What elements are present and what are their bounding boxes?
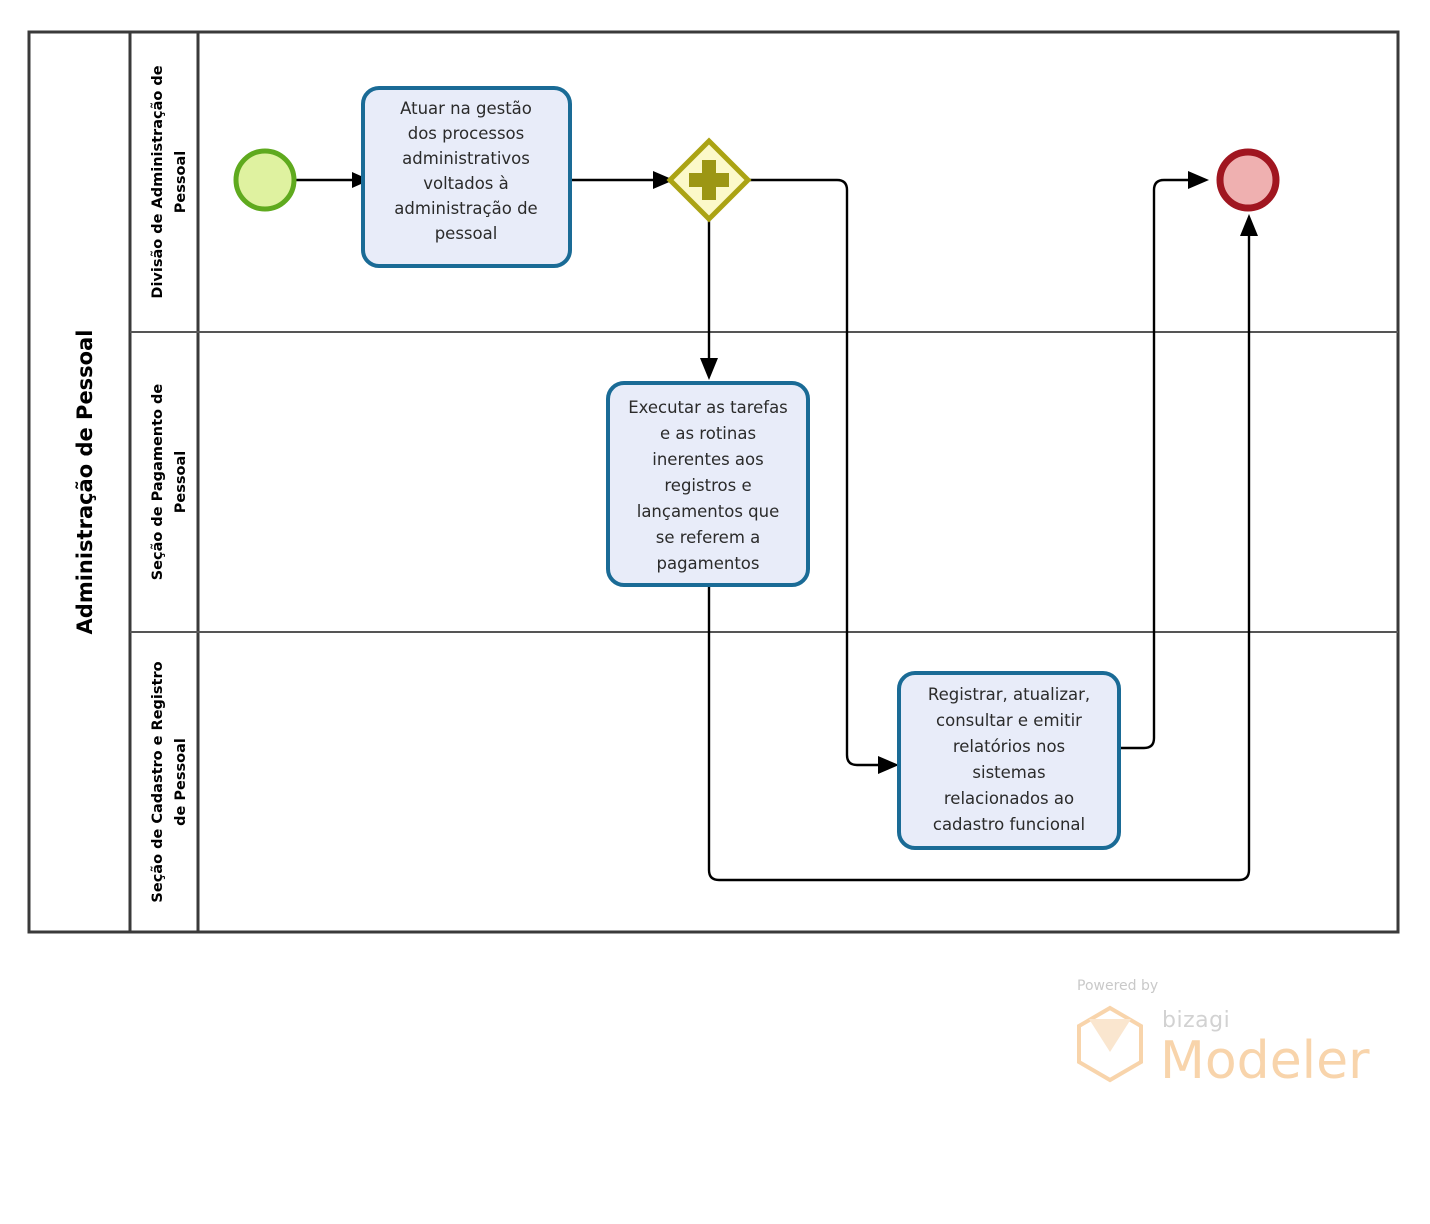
flow-task1-to-gateway[interactable] [570,171,674,189]
sequence-flows [295,171,1258,882]
bizagi-hex-icon [1077,1005,1143,1083]
lane-label-1-line-2: Pessoal [173,151,189,213]
parallel-gateway[interactable] [666,137,752,223]
task-2-box[interactable] [606,381,810,587]
flow-task3-to-end[interactable] [1120,171,1209,750]
pool-container[interactable]: Administração de Pessoal Divisão de Admi… [27,30,1400,934]
lane-label-group-1: Divisão de Administração de Pessoal [150,65,189,298]
lane-label-3-line-1: Seção de Cadastro e Registro [150,661,166,902]
lane-label-group-2: Seção de Pagamento de Pessoal [150,384,189,581]
end-event[interactable] [1216,148,1280,212]
flow-gateway-to-task3[interactable] [745,178,899,774]
start-event-circle[interactable] [233,148,297,212]
flow-gateway-to-task2[interactable] [700,219,718,380]
lane-label-3-line-2: de Pessoal [173,738,189,826]
plus-icon [689,160,729,200]
logo-powered-by-text: Powered by [1077,978,1158,994]
bizagi-modeler-logo: Powered by bizagi Modeler [1077,978,1370,1091]
lane-label-2-line-2: Pessoal [173,451,189,513]
flow-task2-to-end[interactable] [707,214,1258,882]
end-event-circle[interactable] [1216,148,1280,212]
task-3-box[interactable] [897,671,1121,850]
lane-label-1-line-1: Divisão de Administração de [150,65,166,298]
logo-brand-text: bizagi [1162,1008,1230,1033]
start-event[interactable] [233,148,297,212]
lane-label-group-3: Seção de Cadastro e Registro de Pessoal [150,661,189,902]
pool-label: Administração de Pessoal [73,330,97,635]
logo-product-text: Modeler [1160,1031,1370,1091]
pool-border[interactable] [27,30,1400,934]
lane-label-2-line-1: Seção de Pagamento de [150,384,166,581]
task-1-box[interactable] [361,86,572,268]
flow-start-to-task1[interactable] [295,172,370,188]
